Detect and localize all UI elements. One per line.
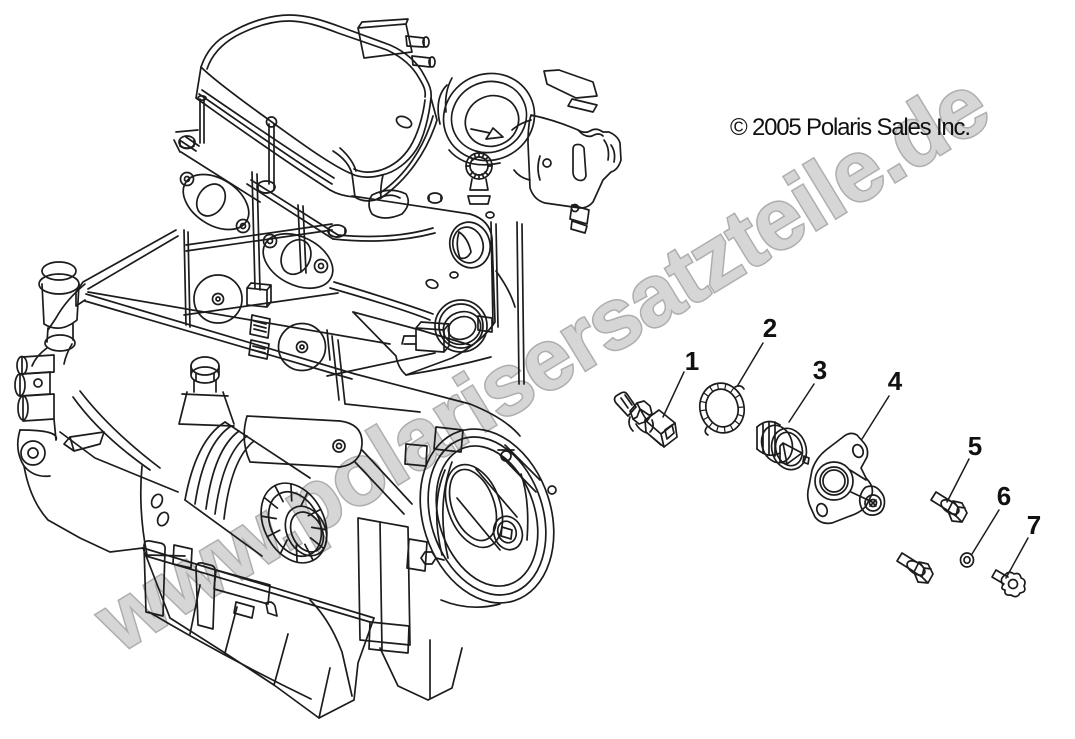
svg-text:7: 7 — [1027, 510, 1041, 540]
svg-text:4: 4 — [888, 366, 903, 396]
svg-text:2: 2 — [763, 313, 777, 343]
svg-text:1: 1 — [685, 346, 699, 376]
svg-text:6: 6 — [997, 481, 1011, 511]
svg-text:5: 5 — [968, 431, 982, 461]
svg-text:3: 3 — [813, 355, 827, 385]
